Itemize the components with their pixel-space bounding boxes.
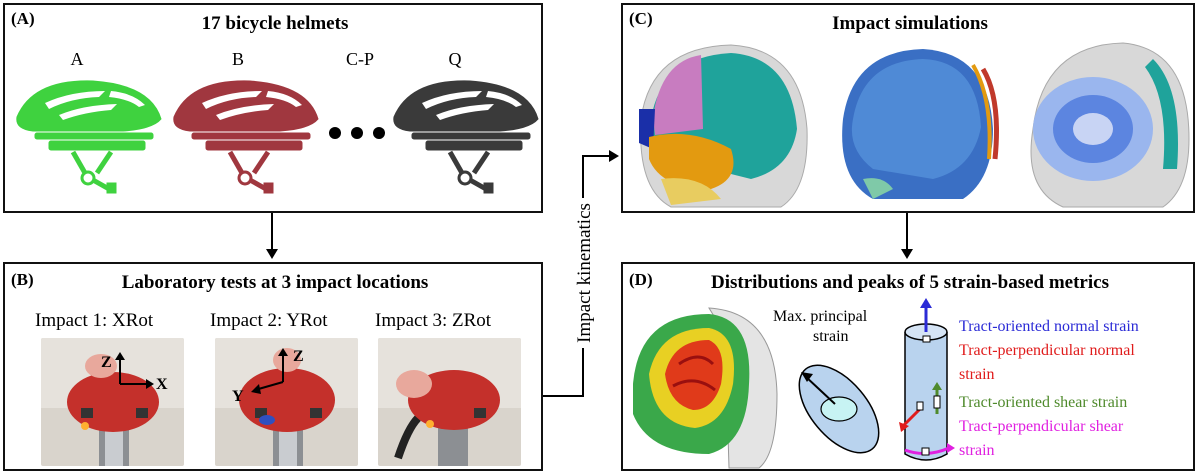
helmet-label-a: A: [70, 49, 84, 69]
helmet-icon-b: [173, 80, 319, 194]
panel-b: (B) Laboratory tests at 3 impact locatio…: [3, 262, 543, 471]
axis-label-z1: Z: [101, 354, 112, 371]
panel-c: (C) Impact simulations: [621, 3, 1195, 213]
impact-3-label: Impact 3: ZRot: [375, 310, 492, 331]
impact-1-axes: [115, 352, 154, 389]
impact-2-photo: [215, 338, 358, 466]
max-principal-label-2: strain: [813, 328, 849, 345]
panel-a: (A) 17 bicycle helmets A B C-P Q: [3, 3, 543, 213]
helmet-label-cp: C-P: [345, 49, 374, 69]
panel-d: (D) Distributions and peaks of 5 strain-…: [621, 262, 1195, 471]
axis-label-y2: Y: [232, 388, 244, 405]
helmet-icon-q: [393, 80, 539, 194]
impact-1-photo: [41, 338, 184, 466]
panel-b-label: (B): [11, 270, 34, 289]
panel-c-title: Impact simulations: [832, 13, 988, 34]
impact-2-axes: [251, 348, 288, 394]
panel-d-title: Distributions and peaks of 5 strain-base…: [711, 272, 1109, 293]
axis-label-z2: Z: [293, 348, 304, 365]
arrow-c-to-d: [901, 213, 913, 259]
panel-a-label: (A): [11, 9, 35, 28]
principal-strain-icon: [798, 364, 880, 454]
impact-1-label: Impact 1: XRot: [35, 310, 154, 331]
metric-tract-perpendicular-shear: Tract-perpendicular shear: [959, 418, 1124, 435]
panel-d-label: (D): [629, 270, 653, 289]
brain-lobes-image: [639, 44, 808, 208]
brain-tracts-image: [1030, 42, 1190, 208]
ellipsis-icon: [329, 127, 385, 139]
panel-c-label: (C): [629, 9, 653, 28]
metric-tract-oriented-shear: Tract-oriented shear strain: [959, 394, 1128, 411]
tract-cylinder-icon: [899, 298, 955, 461]
impact-2-label: Impact 2: YRot: [210, 310, 328, 331]
panel-a-title: 17 bicycle helmets: [201, 13, 349, 34]
impact-3-photo: [378, 338, 521, 466]
connector-label: Impact kinematics: [574, 198, 596, 348]
max-principal-label-1: Max. principal: [773, 308, 868, 325]
helmet-label-b: B: [231, 49, 244, 69]
metric-tract-perpendicular-shear-cont: strain: [959, 442, 995, 459]
metric-tract-perpendicular-normal-cont: strain: [959, 366, 995, 383]
metric-tract-perpendicular-normal: Tract-perpendicular normal: [959, 342, 1135, 359]
helmet-icon-a: [16, 80, 162, 194]
brain-mesh-image: [842, 49, 999, 199]
arrow-a-to-b: [266, 213, 278, 259]
helmet-label-q: Q: [448, 49, 462, 69]
strain-map-image: [633, 307, 778, 469]
metric-tract-oriented-normal: Tract-oriented normal strain: [959, 318, 1139, 335]
axis-label-x1: X: [156, 376, 168, 393]
panel-b-title: Laboratory tests at 3 impact locations: [121, 272, 429, 293]
